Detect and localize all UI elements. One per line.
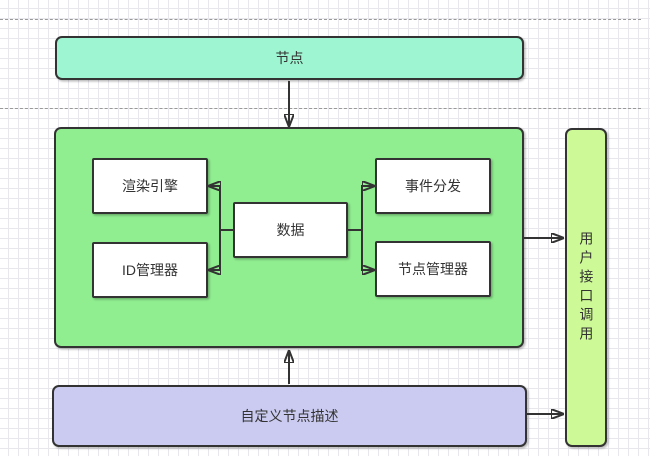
node-top-label: 节点 (275, 49, 304, 66)
node-node-manager[interactable]: 节点管理器 (375, 241, 491, 297)
node-data[interactable]: 数据 (233, 202, 348, 258)
dashed-guideline-middle (0, 108, 641, 109)
node-data-label: 数据 (276, 221, 305, 238)
node-custom-description-label: 自定义节点描述 (240, 407, 339, 424)
node-render-engine-label: 渲染引擎 (122, 177, 178, 194)
node-id-manager[interactable]: ID管理器 (92, 242, 208, 298)
node-node-manager-label: 节点管理器 (398, 260, 468, 277)
node-user-api-label: 用户接口调用 (578, 230, 595, 345)
node-top[interactable]: 节点 (55, 36, 524, 80)
node-user-api[interactable]: 用户接口调用 (565, 128, 607, 447)
node-render-engine[interactable]: 渲染引擎 (92, 158, 208, 214)
node-id-manager-label: ID管理器 (122, 261, 178, 278)
node-custom-description[interactable]: 自定义节点描述 (52, 385, 527, 447)
node-event-dispatch-label: 事件分发 (405, 177, 461, 194)
node-event-dispatch[interactable]: 事件分发 (375, 158, 491, 214)
dashed-guideline-top (0, 19, 641, 20)
